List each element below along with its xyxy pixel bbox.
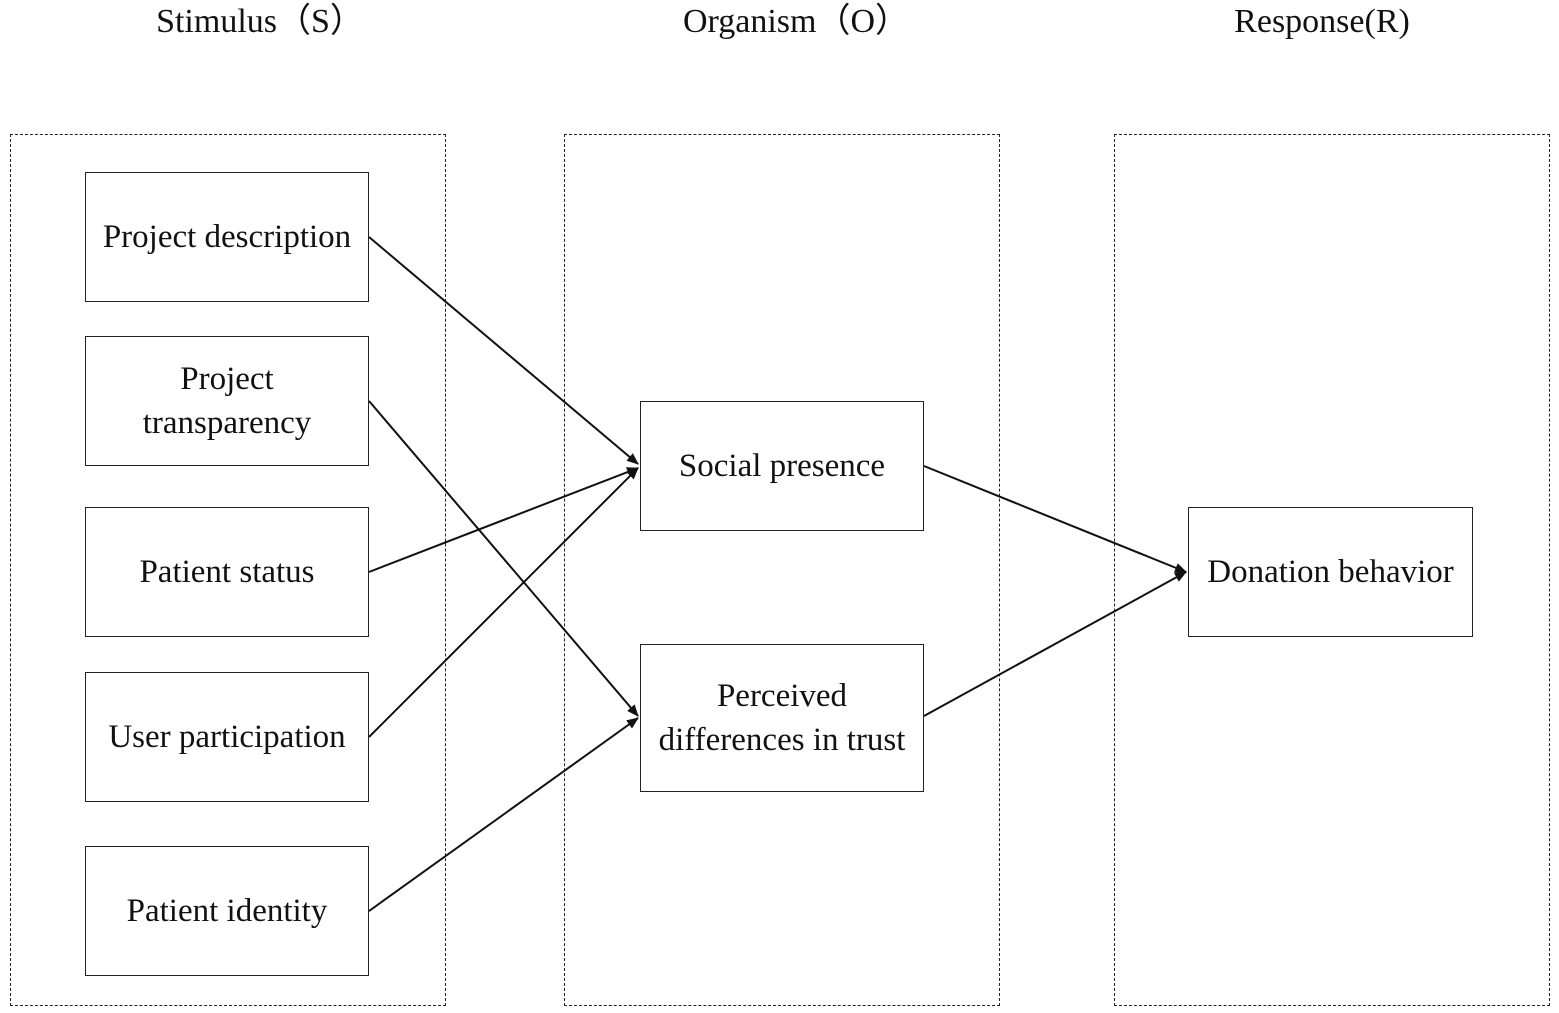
node-project-transparency: Project transparency bbox=[85, 336, 369, 466]
node-patient-status: Patient status bbox=[85, 507, 369, 637]
node-social-presence-label: Social presence bbox=[678, 448, 886, 484]
node-perceived-differences-in-trust-label: Perceived differences in trust bbox=[658, 678, 906, 758]
organism-group-frame bbox=[564, 134, 1000, 1006]
stimulus-stage-title: Stimulus（S） bbox=[156, 3, 364, 40]
node-donation-behavior: Donation behavior bbox=[1188, 507, 1473, 637]
node-perceived-differences-in-trust: Perceived differences in trust bbox=[640, 644, 924, 792]
node-patient-identity: Patient identity bbox=[85, 846, 369, 976]
node-user-participation-label: User participation bbox=[108, 719, 346, 755]
node-project-description-label: Project description bbox=[102, 219, 352, 255]
node-project-transparency-label: Project transparency bbox=[142, 361, 312, 441]
node-patient-status-label: Patient status bbox=[139, 554, 315, 590]
node-donation-behavior-label: Donation behavior bbox=[1207, 554, 1454, 590]
node-project-description: Project description bbox=[85, 172, 369, 302]
node-patient-identity-label: Patient identity bbox=[126, 893, 328, 929]
node-user-participation: User participation bbox=[85, 672, 369, 802]
node-social-presence: Social presence bbox=[640, 401, 924, 531]
response-stage-title: Response(R) bbox=[1234, 3, 1410, 40]
organism-stage-title: Organism（O） bbox=[682, 3, 910, 40]
